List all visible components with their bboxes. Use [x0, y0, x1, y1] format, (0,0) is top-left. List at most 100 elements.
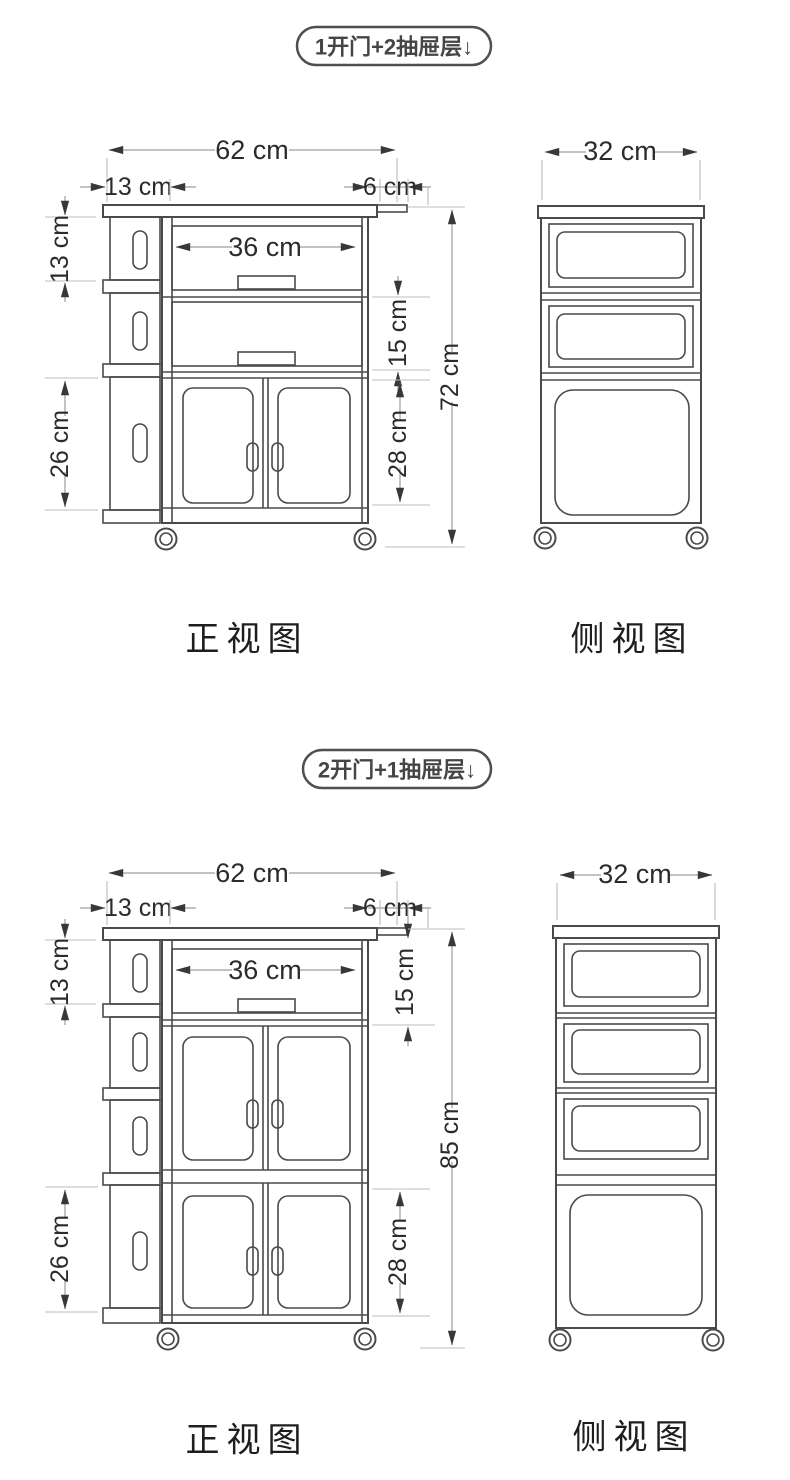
tabletop: [102, 204, 408, 218]
door-handle: [246, 1099, 259, 1129]
drawer-handle: [237, 351, 296, 366]
door-handle: [271, 1246, 284, 1276]
dim-label: 6 cm: [363, 173, 417, 201]
upper-double-doors: [182, 1026, 351, 1170]
drawer-1: [171, 225, 363, 291]
door-right-panel: [277, 387, 351, 504]
side-section-4: [569, 1194, 703, 1316]
cabinet-body: [161, 939, 369, 1324]
side-body: [555, 937, 717, 1329]
dim-drawer-inner-width: 36 cm: [175, 232, 356, 262]
figure1-front-view: 62 cm 13 cm 6 cm: [45, 135, 465, 551]
side-drawer-column: [102, 216, 161, 524]
dim-label: 36 cm: [228, 955, 302, 985]
slot-handle: [132, 953, 148, 993]
side-section-3: [563, 1098, 709, 1160]
door-left-panel: [182, 1195, 254, 1309]
slot-handle: [132, 311, 148, 351]
drawer-2: [171, 301, 363, 367]
figure2-front-view-label: 正视图: [186, 1423, 309, 1460]
dim-overall-width: 62 cm: [106, 858, 398, 925]
side-section-2: [548, 305, 694, 368]
figure1: 1开门+2抽屉层↓ 62 cm 13 cm: [45, 25, 709, 659]
door-handle: [246, 442, 259, 472]
side-hook: [376, 204, 408, 213]
dim-label: 62 cm: [215, 135, 289, 165]
tabletop: [102, 927, 408, 941]
side-section-1: [563, 943, 709, 1007]
door-left-panel: [182, 387, 254, 504]
door-right-panel: [277, 1036, 351, 1161]
dim-label: 13 cm: [46, 938, 74, 1006]
dim-hook-width: 6 cm: [344, 173, 431, 205]
wheel-right: [685, 526, 709, 550]
dim-label: 62 cm: [215, 858, 289, 888]
figure1-front-view-label: 正视图: [186, 622, 309, 659]
figure1-side-view: 32 cm: [533, 136, 709, 550]
side-drawer-column: [102, 939, 161, 1324]
double-doors: [182, 378, 351, 508]
dim-middle-drawer-height: 15 cm: [372, 917, 435, 1046]
dim-top-section-height: 13 cm: [45, 196, 96, 302]
dim-door-section-height: 28 cm: [372, 379, 430, 506]
dim-depth: 32 cm: [556, 859, 716, 920]
figure1-pill-badge: 1开门+2抽屉层↓: [295, 25, 493, 67]
dim-label: 15 cm: [391, 948, 419, 1016]
dim-label: 13 cm: [46, 215, 74, 283]
dim-top-section-height: 13 cm: [45, 919, 96, 1025]
dim-label: 72 cm: [436, 343, 464, 411]
wheel-right: [353, 1327, 377, 1351]
dim-overall-width: 62 cm: [106, 135, 398, 202]
dim-label: 15 cm: [384, 299, 412, 367]
door-handle: [271, 1099, 284, 1129]
dim-overall-height: 85 cm: [408, 928, 465, 1349]
wheel-left: [154, 527, 178, 551]
drawer-handle: [237, 275, 296, 290]
dim-left-column-width: 13 cm: [80, 173, 196, 201]
figure2-front-view: 62 cm 13 cm 6 cm: [45, 858, 465, 1351]
drawer-handle: [237, 998, 296, 1013]
dim-depth: 32 cm: [541, 136, 701, 200]
dim-label: 28 cm: [384, 1218, 412, 1286]
dim-label: 36 cm: [228, 232, 302, 262]
dim-label: 28 cm: [384, 410, 412, 478]
figure2: 2开门+1抽屉层↓ 62 cm 13 cm 6 cm: [45, 748, 725, 1460]
cabinet-body: [161, 216, 369, 524]
figure1-side-view-label: 侧视图: [571, 621, 694, 659]
figure2-pill-badge: 2开门+1抽屉层↓: [301, 748, 493, 790]
dim-overall-height: 72 cm: [385, 206, 465, 548]
dim-label: 13 cm: [104, 173, 172, 201]
wheel-left: [548, 1328, 572, 1352]
dim-label: 6 cm: [363, 894, 417, 922]
side-section-1: [548, 223, 694, 288]
dim-label: 85 cm: [436, 1101, 464, 1169]
dim-label: 32 cm: [583, 136, 657, 166]
pill-border: [295, 25, 493, 67]
door-left-panel: [182, 1036, 254, 1161]
door-right-panel: [277, 1195, 351, 1309]
dim-hook-width: 6 cm: [344, 894, 431, 928]
dim-door-section-height: 28 cm: [372, 1188, 430, 1317]
side-section-2: [563, 1023, 709, 1083]
side-lid: [537, 205, 705, 219]
side-section-3: [554, 389, 690, 516]
dim-label: 32 cm: [598, 859, 672, 889]
wheel-right: [353, 527, 377, 551]
slot-handle: [132, 1116, 148, 1156]
door-handle: [271, 442, 284, 472]
slot-handle: [132, 1231, 148, 1271]
wheel-left: [533, 526, 557, 550]
side-lid: [552, 925, 720, 939]
side-body: [540, 217, 702, 524]
wheel-left: [156, 1327, 180, 1351]
slot-handle: [132, 423, 148, 463]
side-hook: [376, 927, 408, 936]
lower-double-doors: [182, 1183, 351, 1315]
pill-label: 2开门+1抽屉层↓: [318, 758, 476, 783]
slot-handle: [132, 230, 148, 270]
dim-left-column-width: 13 cm: [80, 894, 196, 924]
dim-left-lower-section-height: 26 cm: [45, 1186, 98, 1313]
slot-handle: [132, 1032, 148, 1072]
pill-label: 1开门+2抽屉层↓: [315, 35, 473, 60]
figure2-side-view-label: 侧视图: [573, 1419, 696, 1457]
